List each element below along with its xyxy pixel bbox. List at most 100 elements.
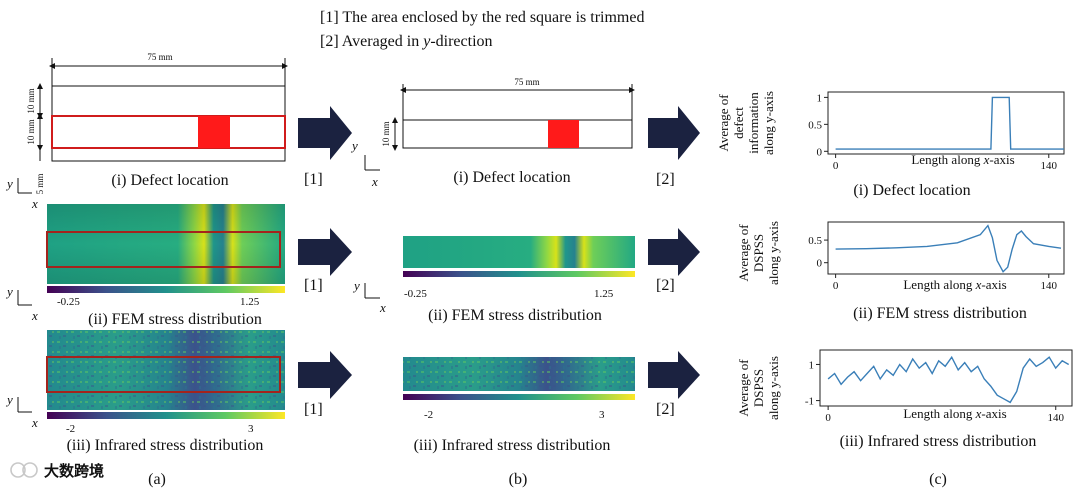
y-tick-label: 1	[817, 92, 823, 104]
col-a-row2: -0.25 1.25 y x (ii) FEM stress distribut…	[5, 204, 285, 328]
dim-bot-label: 5 mm	[35, 174, 45, 195]
col-a-row3: -2 3 y x (iii) Infrared stress distribut…	[5, 330, 285, 454]
caption-b2: (ii) FEM stress distribution	[428, 307, 602, 324]
plot-ylabel: Average ofDSPSSalong y-axis	[736, 221, 781, 285]
caption-b1: (i) Defect location	[453, 169, 570, 186]
colorbar-min: -2	[66, 423, 75, 435]
trim-region-box	[46, 356, 281, 393]
dim-top-label: 10 mm	[26, 88, 36, 113]
axis-x-label: x	[371, 174, 378, 189]
plot-infrared: -1 1 0 140	[805, 349, 1073, 424]
colorbar-min: -2	[424, 409, 433, 421]
caption-b3: (iii) Infrared stress distribution	[414, 437, 611, 454]
dim-length-label: 75 mm	[147, 52, 172, 62]
col-b-row2: -0.25 1.25 y x (ii) FEM stress distribut…	[352, 236, 635, 324]
caption-a2: (ii) FEM stress distribution	[88, 311, 262, 328]
step-label-1: [1]	[304, 171, 323, 188]
defect-square	[548, 120, 579, 148]
x-tick-label: 0	[833, 160, 839, 172]
axis-y-label: y	[5, 284, 13, 299]
colorbar-max: 1.25	[240, 296, 260, 308]
axis-y-label: y	[5, 392, 13, 407]
plot-defect: 0 0.5 1 0 140	[808, 91, 1065, 172]
y-tick-label: 0.5	[808, 119, 822, 131]
col-b-row1: 75 mm 10 mm y x (i) Defect location	[350, 77, 635, 189]
colorbar-max: 1.25	[594, 288, 614, 300]
colorbar-max: 3	[248, 423, 254, 435]
note-2: [2] Averaged in y-direction	[320, 33, 493, 50]
trim-region-box	[46, 231, 281, 268]
colorbar	[403, 271, 635, 277]
plot-xlabel: Length along x-axis	[903, 277, 1006, 292]
colorbar	[47, 286, 285, 293]
colorbar-min: -0.25	[57, 296, 80, 308]
specimen-outline	[51, 85, 286, 162]
fem-strip	[403, 236, 635, 268]
process-arrow-1	[298, 106, 352, 160]
x-tick-label: 140	[1047, 412, 1064, 424]
col-a-row1: 75 mm 10 mm 10 mm 5 mm y x (i) Defect lo…	[5, 52, 288, 211]
x-tick-label: 140	[1041, 280, 1058, 292]
process-arrow-1	[298, 351, 352, 399]
dim-mid-label: 10 mm	[26, 119, 36, 144]
note-1: [1] The area enclosed by the red square …	[320, 9, 644, 26]
plot-frame	[827, 91, 1065, 155]
axis-y-label: y	[350, 138, 358, 153]
process-arrow-2	[648, 351, 700, 399]
panel-label-c: (c)	[929, 471, 947, 488]
step-label-2: [2]	[656, 401, 675, 418]
ir-map-noise	[47, 330, 285, 410]
ir-strip-noise	[403, 357, 635, 391]
axis-x-label: x	[31, 196, 38, 211]
x-tick-label: 140	[1041, 160, 1058, 172]
panel-label-a: (a)	[148, 471, 166, 488]
process-arrow-1	[298, 228, 352, 276]
process-arrow-2	[648, 106, 700, 160]
process-arrow-2	[648, 228, 700, 276]
step-label-2: [2]	[656, 171, 675, 188]
plot-frame	[819, 349, 1073, 407]
series-line	[827, 355, 1070, 404]
axis-x-label: x	[31, 308, 38, 323]
axis-y-label: y	[352, 278, 360, 293]
series-line	[835, 96, 1064, 150]
axis-y-label: y	[5, 176, 13, 191]
watermark: 大数跨境	[10, 462, 104, 480]
x-tick-label: 0	[833, 280, 839, 292]
plot-ylabel: Average ofdefectinformationalong y-axis	[716, 91, 776, 155]
panel-label-b: (b)	[509, 471, 528, 488]
caption-c2: (ii) FEM stress distribution	[853, 305, 1027, 322]
plot-xlabel: Length along x-axis	[903, 406, 1006, 421]
trim-region-box	[51, 115, 286, 149]
y-tick-label: 0	[817, 258, 823, 270]
caption-a3: (iii) Infrared stress distribution	[67, 437, 264, 454]
arrows-a-b	[298, 106, 352, 399]
axis-x-label: x	[379, 300, 386, 315]
y-tick-label: -1	[805, 396, 814, 408]
y-tick-label: 1	[809, 359, 815, 371]
plot-frame	[827, 221, 1065, 275]
col-b-row3: -2 3 (iii) Infrared stress distribution	[403, 357, 635, 454]
step-label-2: [2]	[656, 277, 675, 294]
colorbar-max: 3	[599, 409, 605, 421]
colorbar-min: -0.25	[404, 288, 427, 300]
plot-ylabel: Average ofDSPSSalong y-axis	[736, 356, 781, 420]
caption-c1: (i) Defect location	[853, 182, 970, 199]
watermark-text: 大数跨境	[44, 462, 104, 480]
axis-x-label: x	[31, 415, 38, 430]
caption-c3: (iii) Infrared stress distribution	[840, 433, 1037, 450]
y-tick-label: 0	[817, 146, 823, 158]
series-line	[835, 224, 1062, 273]
watermark-logo-icon	[10, 462, 26, 478]
fem-map-shade	[47, 204, 285, 284]
arrows-b-c	[648, 106, 700, 399]
specimen-strip	[402, 119, 633, 149]
colorbar	[47, 412, 285, 419]
defect-square	[198, 116, 230, 148]
step-label-1: [1]	[304, 277, 323, 294]
x-tick-label: 0	[825, 412, 831, 424]
dim-length-label: 75 mm	[514, 77, 539, 87]
step-label-1: [1]	[304, 401, 323, 418]
